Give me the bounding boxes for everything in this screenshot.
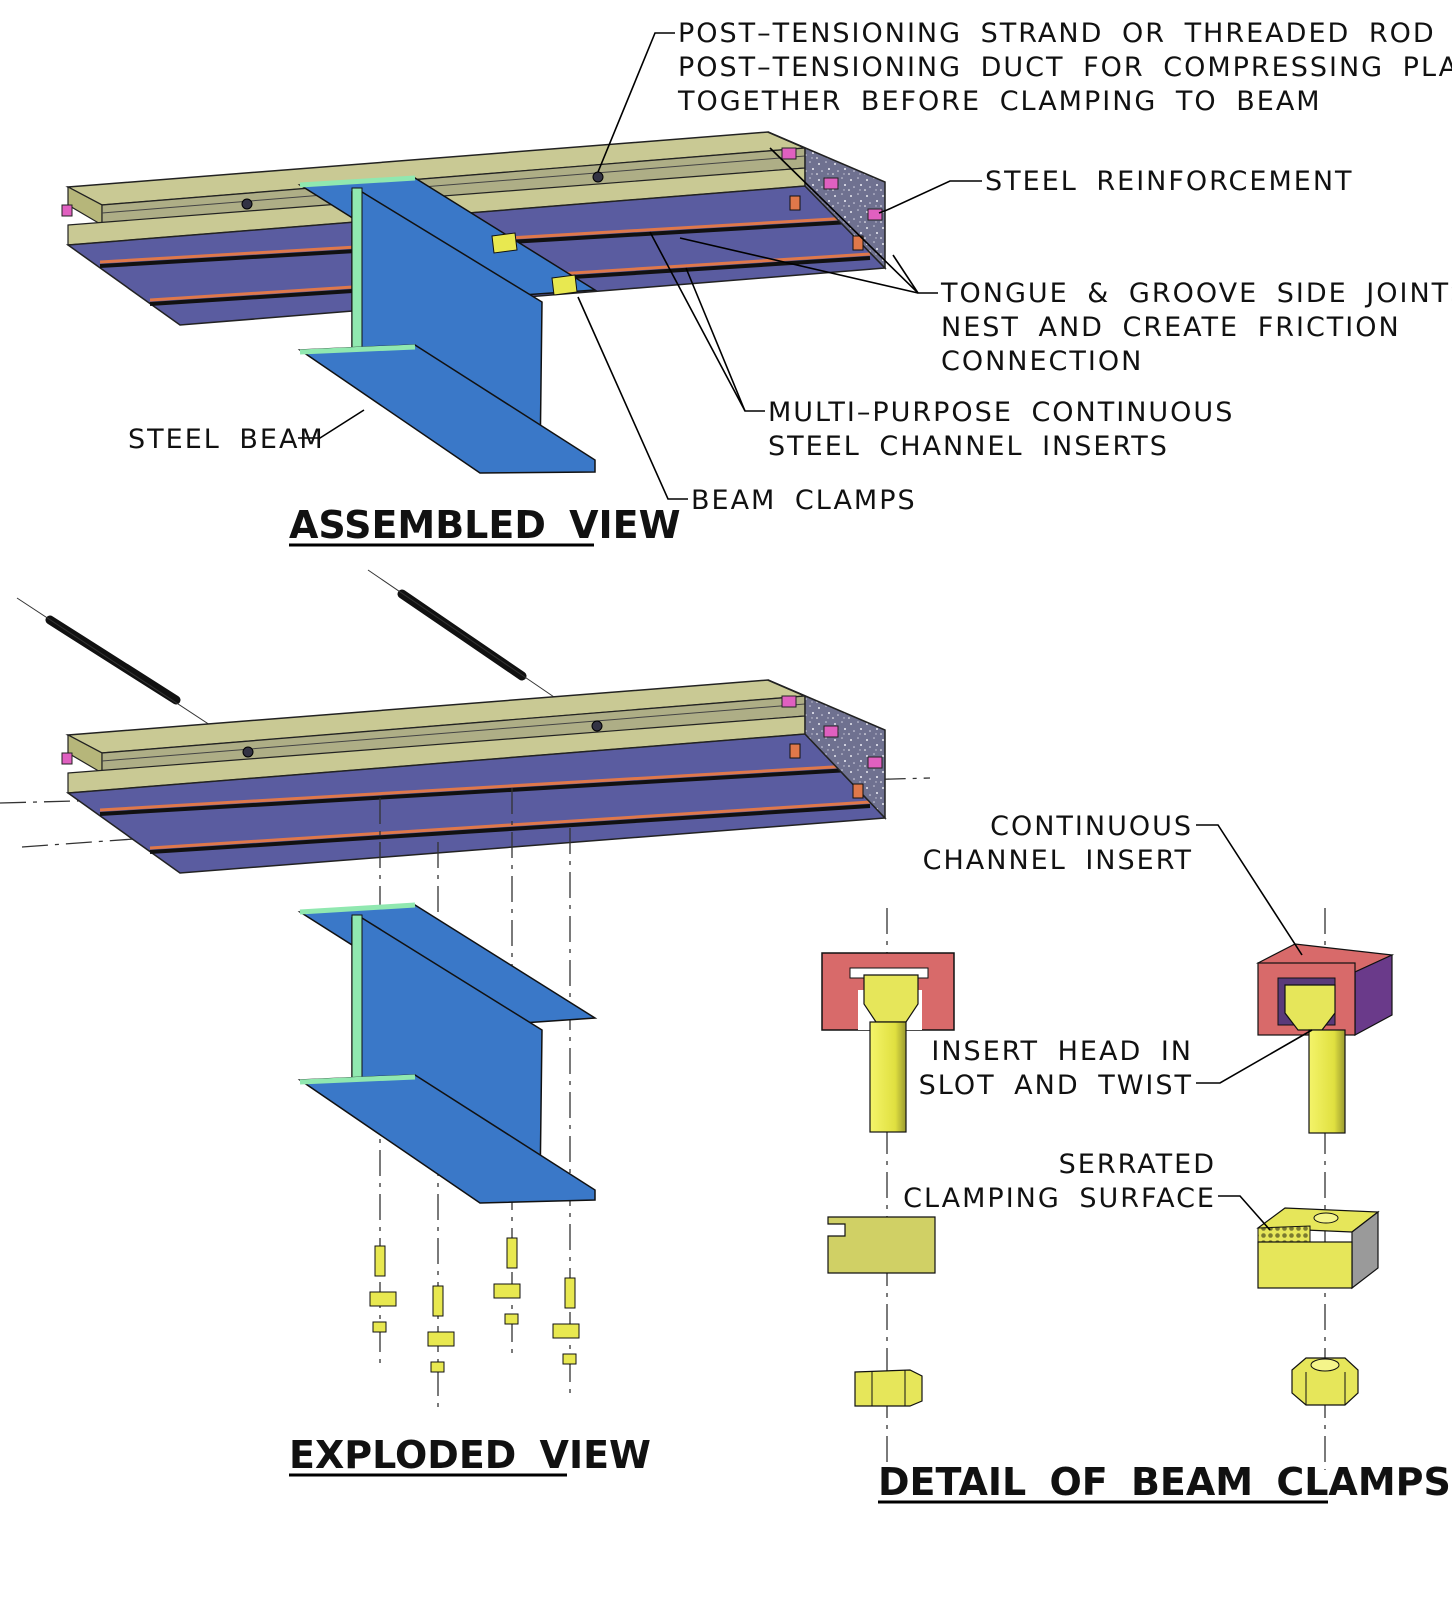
- clamp-block: [369, 1291, 397, 1307]
- bolt-shank: [869, 1021, 907, 1133]
- serrated-surface: [1257, 1225, 1311, 1245]
- callout-steel-beam: STEEL BEAM: [128, 424, 325, 455]
- reinforcement-bar: [823, 177, 839, 190]
- callout-serrated-2: CLAMPING SURFACE: [903, 1183, 1216, 1214]
- channel-insert-end: [852, 235, 864, 251]
- pt-duct: [241, 198, 253, 210]
- callout-tongue-groove-2: NEST AND CREATE FRICTION: [941, 312, 1401, 343]
- clamp-yellow: [491, 232, 518, 254]
- clamp-block: [493, 1283, 521, 1299]
- callout-insert-head-2: SLOT AND TWIST: [919, 1070, 1193, 1101]
- reinforcement-bar: [867, 756, 883, 769]
- callout-post-tensioning-3: TOGETHER BEFORE CLAMPING TO BEAM: [677, 86, 1322, 117]
- bolt: [374, 1245, 386, 1277]
- reinforcement-bar: [61, 204, 73, 217]
- callout-serrated-1: SERRATED: [1059, 1149, 1216, 1180]
- reinforcement-bar: [781, 147, 797, 160]
- callout-insert-head-1: INSERT HEAD IN: [931, 1036, 1193, 1067]
- callout-tongue-groove-1: TONGUE & GROOVE SIDE JOINTS: [940, 278, 1452, 309]
- nut: [562, 1353, 577, 1365]
- assembled-view-title: ASSEMBLED VIEW: [289, 503, 681, 547]
- detail-of-beam-clamps: CONTINUOUS CHANNEL INSERT INSERT HEAD IN…: [821, 811, 1451, 1504]
- callout-steel-reinforcement: STEEL REINFORCEMENT: [985, 166, 1354, 197]
- assembled-view: ASSEMBLED VIEW POST–TENSIONING STRAND OR…: [61, 18, 1452, 547]
- pt-strand: [397, 589, 527, 681]
- pt-duct: [592, 171, 604, 183]
- clamp-block-iso-front: [1257, 1241, 1353, 1289]
- clamp-block-front: [827, 1216, 936, 1274]
- clamp-detail-iso: [1255, 943, 1395, 1406]
- clamp-hardware-exploded: [369, 1237, 580, 1373]
- callout-post-tensioning-1: POST–TENSIONING STRAND OR THREADED ROD I…: [678, 18, 1452, 49]
- clamp-yellow: [551, 274, 578, 296]
- steel-beam-exploded: [297, 902, 598, 1204]
- nut: [430, 1361, 445, 1373]
- steel-beam-assembled: [297, 175, 598, 474]
- callout-channel-inserts-1: MULTI–PURPOSE CONTINUOUS: [768, 397, 1234, 428]
- plank-end-concrete: [767, 131, 886, 270]
- reinforcement-bar: [823, 725, 839, 738]
- hex-nut-front: [854, 1369, 923, 1407]
- nut: [372, 1321, 387, 1333]
- callout-continuous-channel-1: CONTINUOUS: [990, 811, 1193, 842]
- pt-duct: [591, 720, 603, 732]
- channel-insert-end: [789, 195, 801, 211]
- pt-duct: [242, 746, 254, 758]
- beam-web-end: [351, 187, 363, 354]
- bolt: [564, 1277, 576, 1309]
- exploded-view-title: EXPLODED VIEW: [289, 1433, 651, 1477]
- reinforcement-bar: [61, 752, 73, 765]
- callout-post-tensioning-2: POST–TENSIONING DUCT FOR COMPRESSING PLA…: [678, 52, 1452, 83]
- reinforcement-bar: [781, 695, 797, 708]
- insert-head: [863, 974, 919, 1023]
- hex-nut-iso: [1291, 1357, 1359, 1406]
- clamp-detail-front: [821, 952, 955, 1407]
- bolt-shank-iso: [1308, 1029, 1346, 1134]
- plank-assembly-exploded: [61, 679, 887, 874]
- bolt: [432, 1285, 444, 1317]
- clamp-block: [552, 1323, 580, 1339]
- bolt: [506, 1237, 518, 1269]
- detail-view-title: DETAIL OF BEAM CLAMPS: [878, 1460, 1451, 1504]
- nut: [504, 1313, 519, 1325]
- callout-beam-clamps: BEAM CLAMPS: [691, 485, 917, 516]
- insert-head-iso: [1284, 984, 1336, 1031]
- clamp-block: [427, 1331, 455, 1347]
- callout-continuous-channel-2: CHANNEL INSERT: [923, 845, 1193, 876]
- exploded-view: EXPLODED VIEW: [0, 569, 931, 1477]
- callout-channel-inserts-2: STEEL CHANNEL INSERTS: [768, 431, 1169, 462]
- reinforcement-bar: [867, 208, 883, 221]
- callout-tongue-groove-3: CONNECTION: [941, 346, 1143, 377]
